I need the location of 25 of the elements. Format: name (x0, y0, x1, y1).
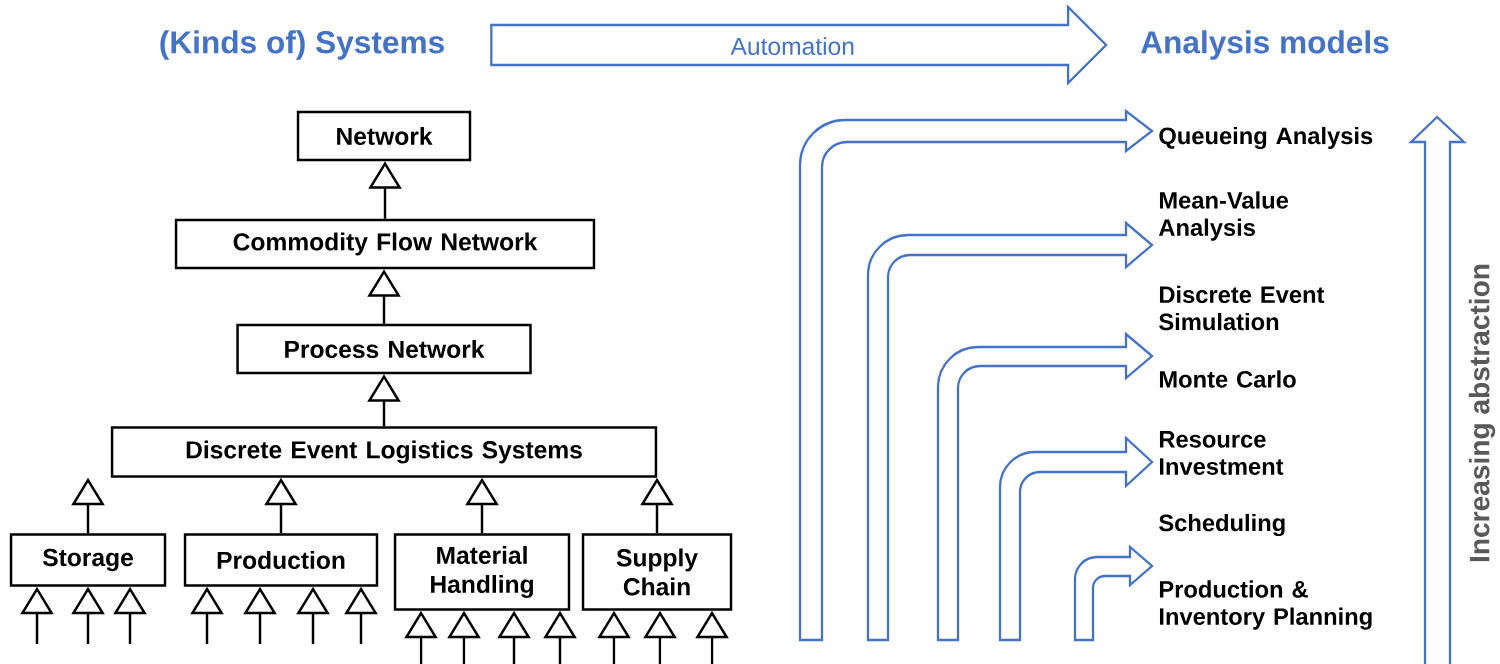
heading: Analysis models (1141, 30, 1389, 60)
class-box: Material Handling (393, 533, 571, 611)
class-box: Discrete Event Logistics Systems (110, 426, 658, 478)
model-label: Scheduling (1159, 513, 1285, 537)
model-label: Production & Inventory Planning (1159, 580, 1372, 630)
bent-arrow (866, 221, 1154, 642)
block-arrow (490, 4, 1108, 86)
model-label: Discrete Event Simulation (1159, 285, 1325, 331)
bent-arrow (998, 436, 1154, 642)
bent-arrow (798, 109, 1154, 642)
axis-label: Increasing abstraction (1468, 264, 1496, 562)
heading: (Kinds of) Systems (160, 30, 444, 60)
class-box: Network (296, 110, 472, 162)
model-label: Resource Investment (1159, 431, 1284, 475)
bent-arrow (1073, 545, 1154, 642)
model-label: Mean-Value Analysis (1158, 191, 1289, 241)
edge-label: Automation (728, 35, 857, 57)
bent-arrow (936, 332, 1154, 642)
model-label: Monte Carlo (1159, 370, 1296, 388)
class-box: Storage (9, 533, 167, 587)
class-box: Supply Chain (581, 533, 733, 611)
class-box: Process Network (236, 323, 532, 375)
class-box: Commodity Flow Network (174, 218, 596, 270)
class-box: Production (183, 533, 379, 587)
model-label: Queueing Analysis (1159, 126, 1373, 150)
